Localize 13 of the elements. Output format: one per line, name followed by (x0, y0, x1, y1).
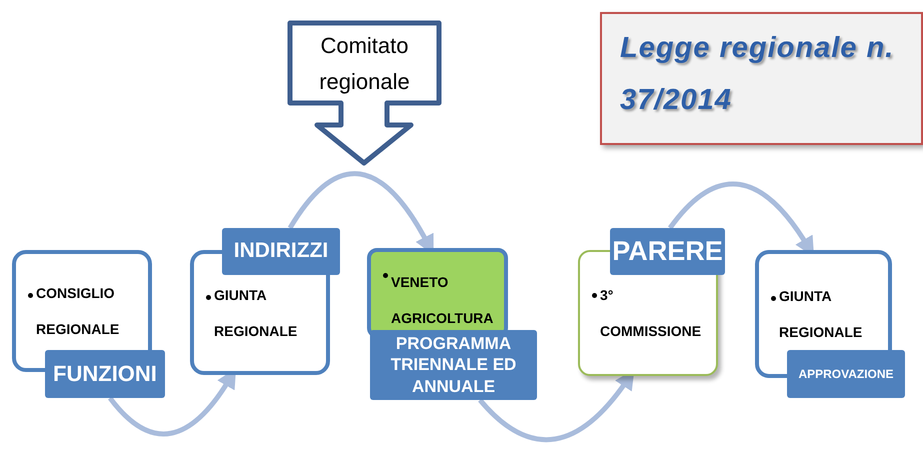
label-tab: APPROVAZIONE (787, 350, 905, 398)
box-text: GIUNTA REGIONALE (779, 287, 864, 342)
label-tab: INDIRIZZI (222, 228, 340, 275)
label-tab: PARERE (610, 228, 725, 275)
title-box (600, 12, 923, 145)
label-tab: PROGRAMMA TRIENNALE ED ANNUALE (370, 330, 537, 400)
box-text: 3° COMMISSIONE (600, 286, 702, 341)
title-text: Legge regionale n. 37/2014 (620, 31, 896, 118)
label-tab: FUNZIONI (45, 350, 165, 398)
box-text: GIUNTA REGIONALE (214, 286, 298, 340)
box-text: VENETO AGRICOLTURA (391, 273, 494, 328)
callout-text: Comitato regionale (318, 32, 411, 96)
box-text: CONSIGLIO REGIONALE (36, 284, 120, 339)
